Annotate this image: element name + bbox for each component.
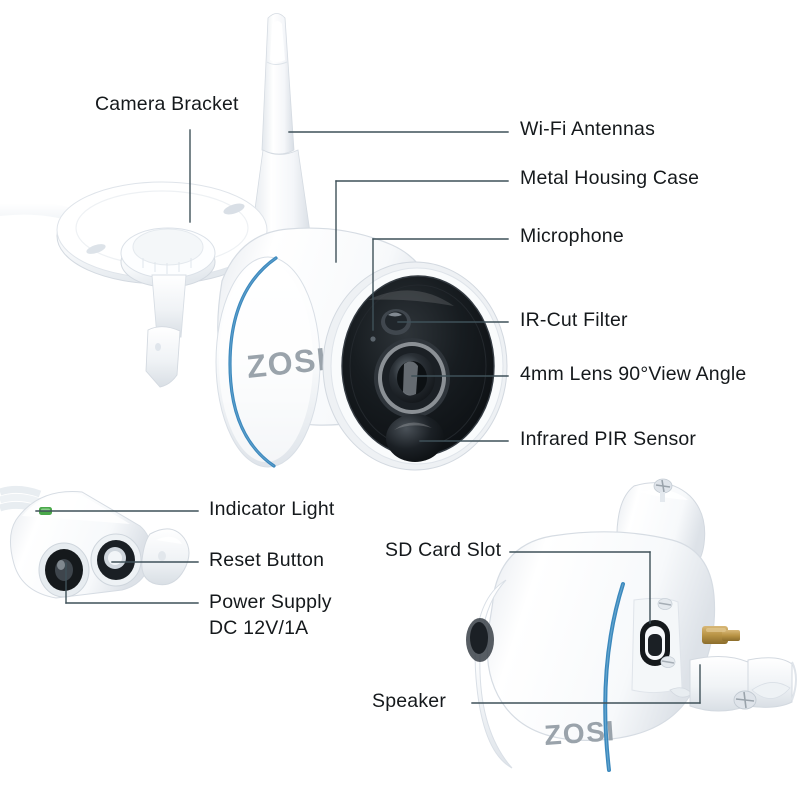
cover-screw-top bbox=[653, 478, 673, 502]
brass-antenna-connector bbox=[702, 626, 740, 644]
brand-logo-front: ZOSI bbox=[245, 341, 329, 385]
microphone-pinhole bbox=[370, 336, 376, 342]
callout-leader-lines bbox=[35, 129, 701, 704]
camera-body-main: ZOSI bbox=[215, 227, 508, 471]
lens-assembly bbox=[374, 338, 450, 418]
callout-label-reset-button: Reset Button bbox=[209, 549, 325, 571]
callout-label-microphone: Microphone bbox=[520, 225, 624, 247]
callout-label-sd-card-slot: SD Card Slot bbox=[385, 539, 502, 561]
camera-rear-view: ZOSI bbox=[466, 478, 797, 772]
pir-sensor-dome bbox=[386, 414, 444, 462]
ir-cut-filter-part bbox=[381, 309, 411, 335]
callout-label-ir-cut-filter: IR-Cut Filter bbox=[520, 309, 628, 331]
wifi-antenna bbox=[249, 13, 313, 247]
callout-label-speaker: Speaker bbox=[372, 690, 447, 712]
brand-logo-rear: ZOSI bbox=[543, 715, 616, 751]
callout-label-indicator-light: Indicator Light bbox=[209, 498, 335, 520]
callout-label-camera-bracket: Camera Bracket bbox=[95, 93, 239, 115]
callout-label-lens-view-angle: 4mm Lens 90°View Angle bbox=[520, 363, 747, 385]
power-connector-assembly bbox=[0, 485, 190, 599]
callout-label-metal-housing-case: Metal Housing Case bbox=[520, 167, 700, 189]
callout-label-infrared-pir-sensor: Infrared PIR Sensor bbox=[520, 428, 697, 450]
camera-bracket-plate bbox=[56, 181, 268, 388]
mount-arm bbox=[689, 656, 797, 712]
sd-card-slot-opening bbox=[640, 620, 670, 666]
callout-label-power-supply: Power Supply DC 12V/1A bbox=[209, 591, 332, 640]
callout-label-wifi-antennas: Wi-Fi Antennas bbox=[520, 118, 656, 140]
